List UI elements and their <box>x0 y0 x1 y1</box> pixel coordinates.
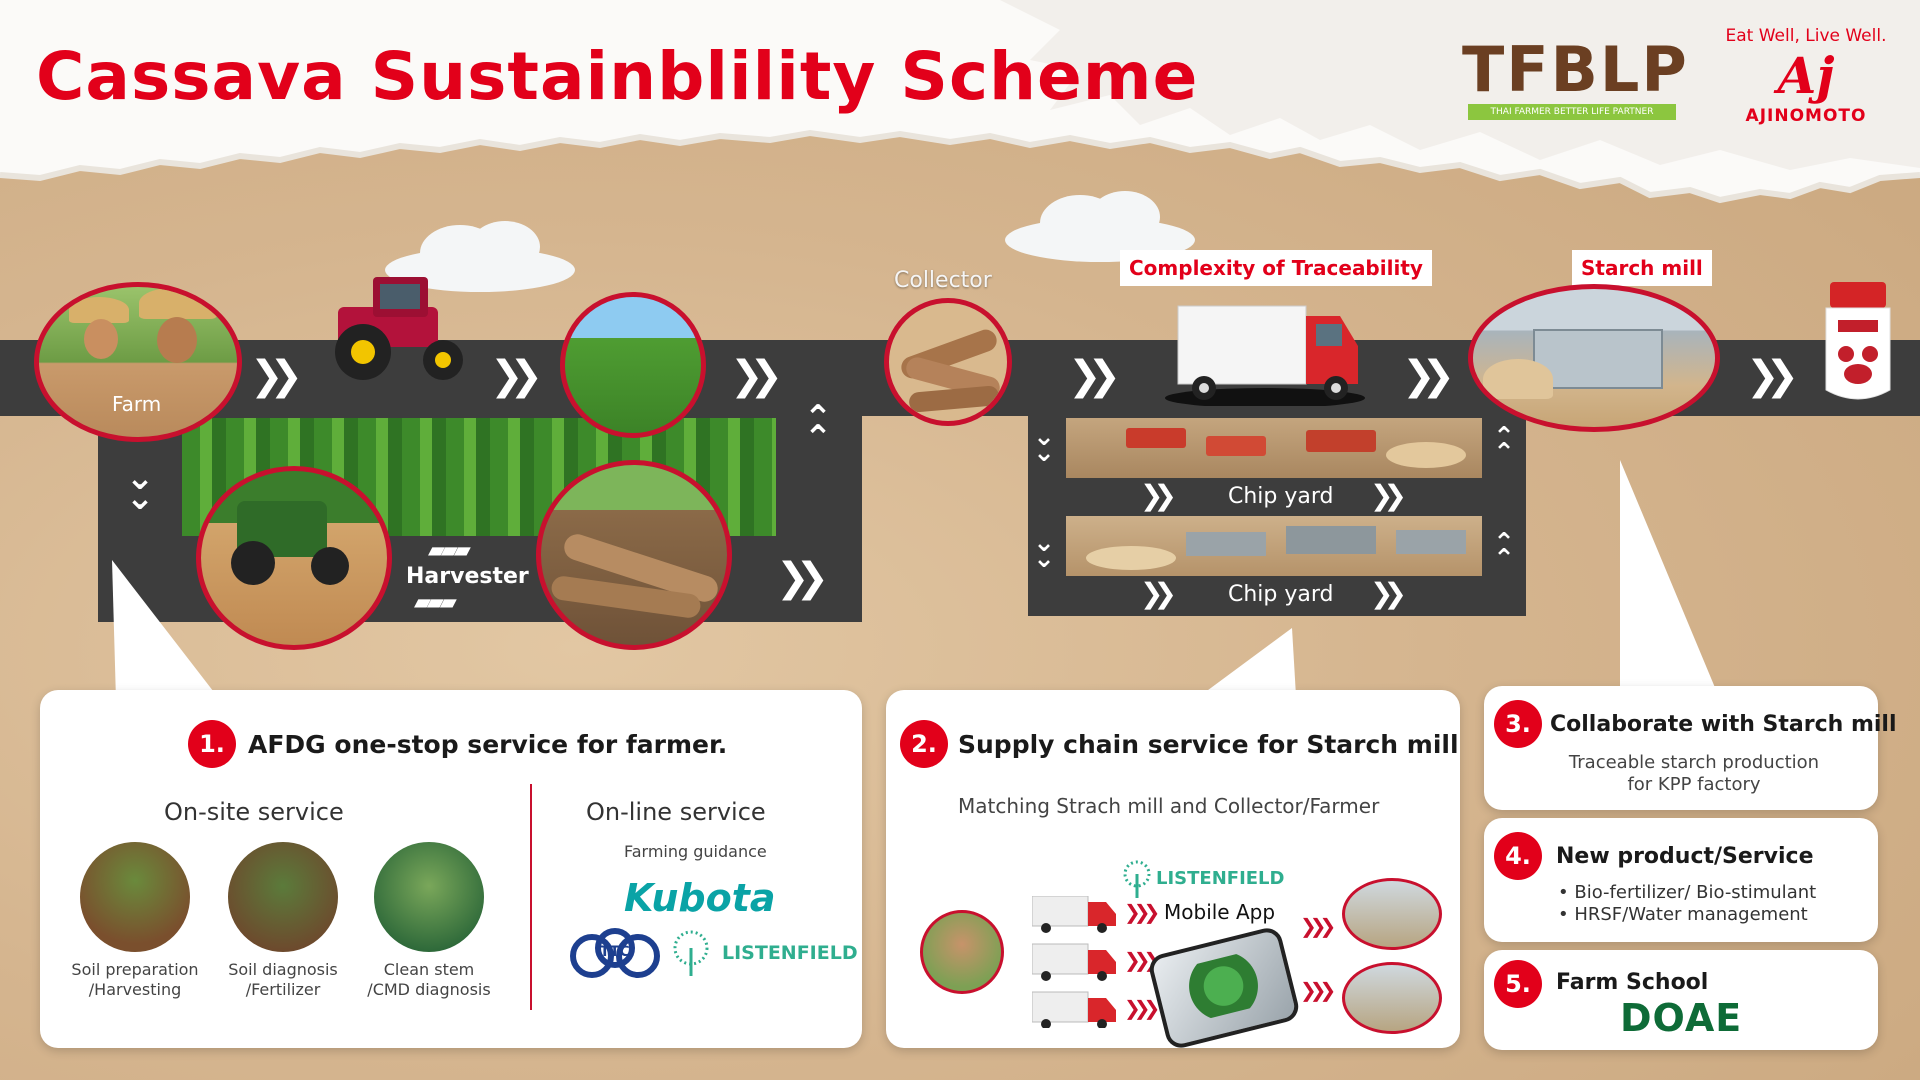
service-image-clean-stem <box>374 842 484 952</box>
listenfield-logo: LISTENFIELD <box>722 942 858 964</box>
trucks-icon <box>1032 896 1116 1028</box>
service-label: Soil diagnosis /Fertilizer <box>210 960 356 1000</box>
arrow-up-icon: ⌃⌃ <box>1493 528 1515 574</box>
starch-mill-image <box>1342 962 1442 1034</box>
starch-mill-image <box>1342 878 1442 950</box>
service-label-line1: Soil diagnosis <box>228 960 338 979</box>
onsite-heading: On-site service <box>164 798 344 826</box>
bullet-text: Bio-fertilizer/ Bio-stimulant <box>1574 882 1817 903</box>
collector-label: Collector <box>894 268 992 293</box>
service-image-soil-prep <box>80 842 190 952</box>
card-subtitle: Matching Strach mill and Collector/Farme… <box>958 794 1380 818</box>
ajinomoto-logo: Eat Well, Live Well. Aj AJINOMOTO <box>1718 26 1894 146</box>
divider <box>530 784 532 1010</box>
chip-yard-label: Chip yard <box>1228 484 1334 509</box>
chip-yard-label: Chip yard <box>1228 582 1334 607</box>
doae-logo: DOAE <box>1620 996 1743 1040</box>
chip-yard-image <box>1066 418 1482 478</box>
harvester-label: Harvester <box>406 564 529 589</box>
card-collaborate: 3. Collaborate with Starch mill Traceabl… <box>1484 686 1897 810</box>
arrow-down-icon: ⌄⌄ <box>1033 422 1055 468</box>
bullet-item: • HRSF/Water management <box>1558 904 1808 925</box>
card-farm-school: 5. Farm School DOAE <box>1484 950 1878 1050</box>
service-label: Soil preparation /Harvesting <box>62 960 208 1000</box>
service-label-line2: /Harvesting <box>88 980 182 999</box>
card-afdg: 1. AFDG one-stop service for farmer. On-… <box>40 690 862 1048</box>
page-title: Cassava Sustainblility Scheme <box>36 38 1199 115</box>
card-new-product: 4. New product/Service • Bio-fertilizer/… <box>1484 818 1878 942</box>
field-image <box>560 292 706 438</box>
online-sub: Farming guidance <box>624 842 767 861</box>
ajinomoto-monogram: Aj <box>1777 46 1835 105</box>
harvester-arrow-icon: ▰▰▰ <box>414 590 457 615</box>
tfblp-tagline: THAI FARMER BETTER LIFE PARTNER <box>1468 104 1676 120</box>
listenfield-logo: LISTENFIELD <box>1156 868 1285 889</box>
card-line: Traceable starch production <box>1568 752 1820 773</box>
step-number: 3. <box>1494 700 1542 748</box>
arrow-right-icon: ❯❯❯ <box>1124 900 1160 924</box>
ttc-logo <box>570 928 660 978</box>
chip-yard-image <box>1066 516 1482 576</box>
bullet-item: • Bio-fertilizer/ Bio-stimulant <box>1558 882 1817 903</box>
arrow-down-icon: ⌄⌄ <box>1033 528 1055 574</box>
tfblp-logo: TFBLP THAI FARMER BETTER LIFE PARTNER <box>1462 33 1689 124</box>
farmers-image <box>920 910 1004 994</box>
kubota-logo: Kubota <box>624 876 776 920</box>
ttc-logo-text: TTC <box>600 944 630 960</box>
service-label-line1: Clean stem <box>383 960 475 979</box>
online-heading: On-line service <box>586 798 766 826</box>
tractor-icon <box>335 277 463 380</box>
cloud-icon <box>385 221 575 292</box>
starch-mill-tag: Starch mill <box>1572 250 1712 286</box>
bullet-text: HRSF/Water management <box>1574 904 1808 925</box>
arrow-up-icon: ⌃⌃ <box>1493 422 1515 468</box>
card-line: for KPP factory <box>1627 774 1761 795</box>
service-label-line2: /Fertilizer <box>245 980 321 999</box>
ajinomoto-product-icon <box>1825 282 1891 400</box>
card-title: AFDG one-stop service for farmer. <box>248 730 728 759</box>
harvester-arrow-icon: ▰▰▰ <box>428 538 471 563</box>
ajinomoto-wordmark: AJINOMOTO <box>1745 106 1867 126</box>
card-title: Collaborate with Starch mill <box>1550 712 1897 737</box>
traceability-tag: Complexity of Traceability <box>1120 250 1432 286</box>
cassava-roots-image <box>536 460 732 650</box>
torn-paper-header <box>0 0 1920 204</box>
truck-icon <box>1165 305 1365 406</box>
card-title: Supply chain service for Starch mill <box>958 730 1459 759</box>
service-label-line1: Soil preparation <box>71 960 199 979</box>
service-image-soil-diagnosis <box>228 842 338 952</box>
farm-label: Farm <box>112 392 162 416</box>
card-supply-chain: 2. Supply chain service for Starch mill … <box>886 690 1460 1052</box>
step-number: 2. <box>900 720 948 768</box>
card-title: New product/Service <box>1556 844 1814 869</box>
listenfield-tree-icon <box>1123 860 1151 898</box>
tractor-harvest-image <box>196 466 392 650</box>
ajinomoto-slogan: Eat Well, Live Well. <box>1725 26 1887 46</box>
card-title: Farm School <box>1556 970 1709 995</box>
phone-image <box>1146 924 1302 1052</box>
starch-mill-image <box>1468 284 1720 432</box>
arrow-right-icon: ❯❯❯ <box>1300 978 1336 1002</box>
step-number: 1. <box>188 720 236 768</box>
service-label: Clean stem /CMD diagnosis <box>356 960 502 1000</box>
step-number: 5. <box>1494 960 1542 1008</box>
arrow-right-icon: ❯❯❯ <box>1124 996 1160 1020</box>
mobile-app-label: Mobile App <box>1164 900 1276 924</box>
tfblp-wordmark: TFBLP <box>1462 33 1689 106</box>
service-label-line2: /CMD diagnosis <box>367 980 491 999</box>
step-number: 4. <box>1494 832 1542 880</box>
farm-image <box>34 282 242 442</box>
collector-cassava-image <box>884 298 1012 426</box>
arrow-right-icon: ❯❯❯ <box>1300 914 1336 938</box>
listenfield-tree-icon <box>673 930 709 976</box>
